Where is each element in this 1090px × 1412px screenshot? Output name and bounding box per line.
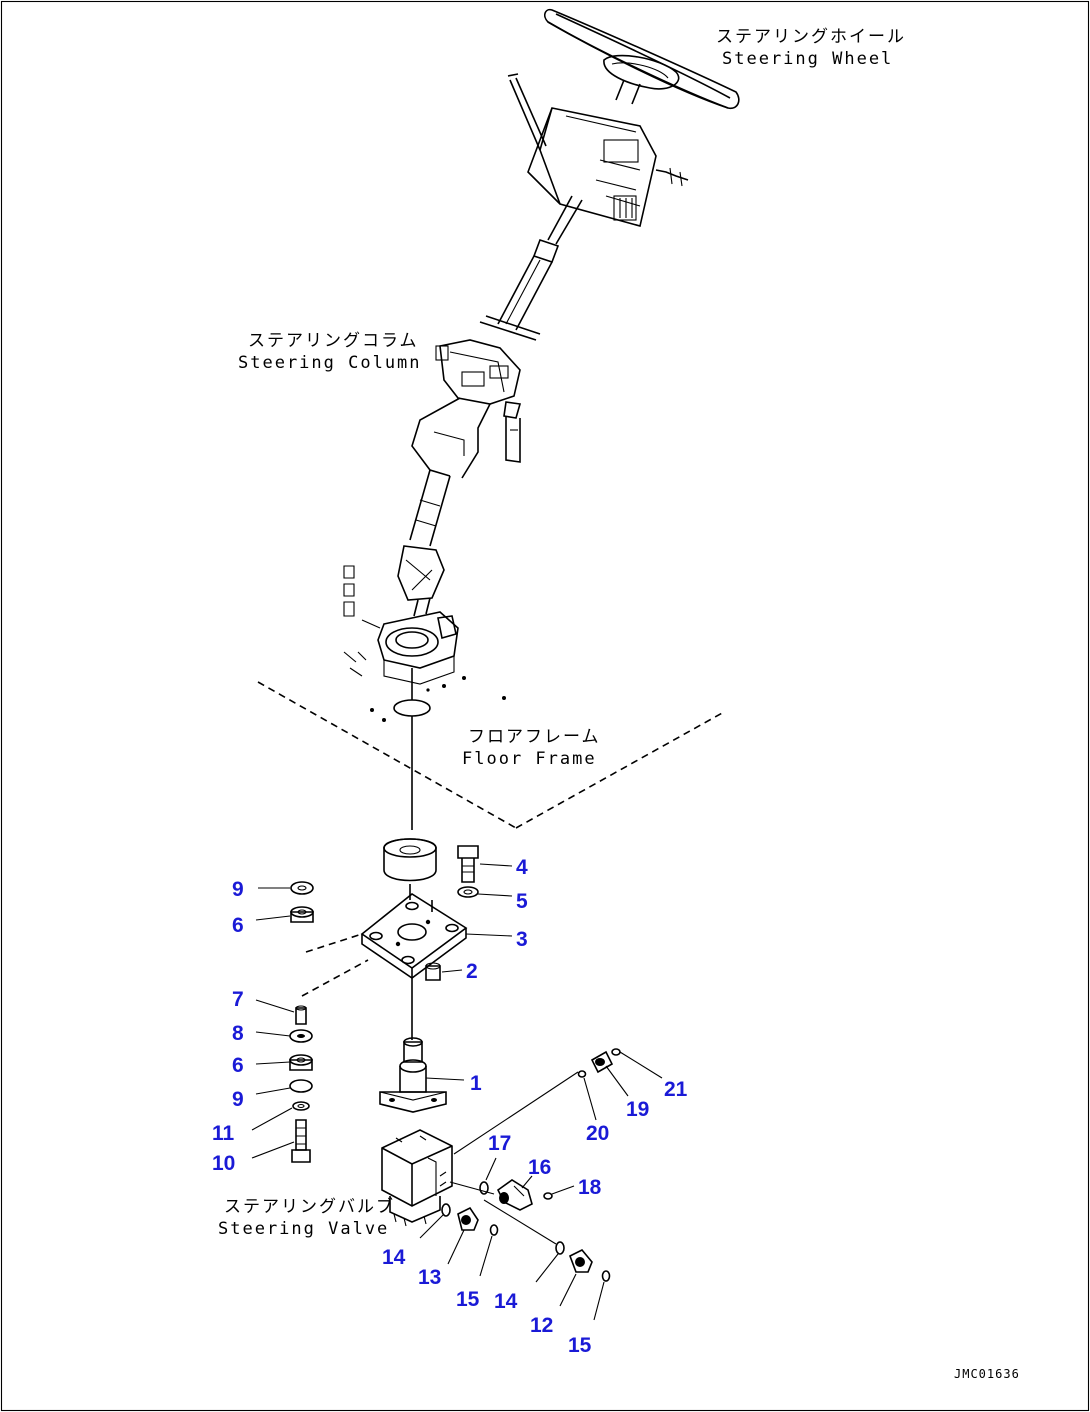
- side-marking: [343, 565, 355, 617]
- elbow-part-16: [496, 1179, 533, 1211]
- oring-part-20: [577, 1070, 587, 1078]
- steering-column-shaft-drawing: [397, 195, 583, 617]
- part-callout-14[interactable]: 14: [494, 1290, 518, 1313]
- nut-part-6-lower: [289, 1054, 313, 1071]
- oring-part-14-left: [441, 1203, 451, 1217]
- drawing-number: JMC01636: [954, 1367, 1020, 1381]
- oring-part-17: [479, 1181, 489, 1195]
- part-callout-17[interactable]: 17: [488, 1132, 511, 1155]
- part-callout-19[interactable]: 19: [626, 1098, 649, 1121]
- steering-valve-drawing: [381, 1129, 453, 1227]
- part-callout-7[interactable]: 7: [232, 988, 244, 1011]
- steering-wheel-label-en: Steering Wheel: [722, 49, 893, 69]
- part-callout-21[interactable]: 21: [664, 1078, 688, 1101]
- steering-wheel-drawing: [543, 8, 740, 110]
- part-callout-16[interactable]: 16: [528, 1156, 551, 1179]
- washer-part-8: [289, 1029, 313, 1043]
- part-callout-9[interactable]: 9: [232, 878, 244, 901]
- bolt-part-4: [457, 845, 479, 883]
- steering-valve-label-en: Steering Valve: [218, 1219, 389, 1239]
- bolt-part-10: [291, 1119, 311, 1163]
- oring-part-14-right: [555, 1241, 565, 1255]
- connector-part-12: [568, 1249, 593, 1273]
- shaft-adapter-part-1: [379, 1037, 447, 1113]
- oring-part-15-left: [489, 1224, 499, 1236]
- part-callout-12[interactable]: 12: [530, 1314, 553, 1337]
- part-callout-11[interactable]: 11: [212, 1122, 235, 1145]
- floor-frame-outline: [257, 681, 725, 829]
- oring-part-15-right: [601, 1270, 611, 1282]
- washer-part-11: [292, 1101, 310, 1111]
- washer-part-9-upper: [290, 881, 314, 895]
- cap-part-18: [543, 1192, 553, 1200]
- connector-part-13: [457, 1206, 479, 1231]
- part-callout-20[interactable]: 20: [586, 1122, 609, 1145]
- part-callout-2[interactable]: 2: [466, 960, 478, 983]
- leader-lines: [251, 863, 663, 1321]
- part-callout-3[interactable]: 3: [516, 928, 528, 951]
- steering-column-housing-drawing: [507, 73, 689, 227]
- part-callout-5[interactable]: 5: [516, 890, 528, 913]
- steering-valve-label-jp: ステアリングバルブ: [224, 1196, 395, 1217]
- part-callout-6[interactable]: 6: [232, 1054, 244, 1077]
- floor-frame-label-jp: フロアフレーム: [468, 727, 601, 747]
- steering-column-label-jp: ステアリングコラム: [248, 331, 419, 351]
- part-callout-8[interactable]: 8: [232, 1022, 244, 1045]
- floor-frame-label-en: Floor Frame: [462, 749, 597, 769]
- part-callout-9[interactable]: 9: [232, 1088, 244, 1111]
- leader-dash-upper: [305, 933, 363, 953]
- washer-part-5: [457, 886, 479, 898]
- part-callout-15[interactable]: 15: [568, 1334, 592, 1357]
- part-callout-15[interactable]: 15: [456, 1288, 480, 1311]
- nut-part-2: [425, 962, 441, 981]
- rubber-bushing-drawing: [383, 838, 437, 900]
- part-callout-13[interactable]: 13: [418, 1266, 441, 1289]
- nut-part-6-upper: [290, 906, 314, 923]
- steering-wheel-label-jp: ステアリングホイール: [716, 27, 906, 47]
- part-callout-1[interactable]: 1: [470, 1072, 482, 1095]
- steering-column-label-en: Steering Column: [238, 353, 422, 373]
- leader-dash-lower: [301, 959, 369, 997]
- washer-part-9-lower: [289, 1079, 313, 1093]
- stud-part-7: [295, 1005, 307, 1025]
- oring-part-21: [611, 1048, 621, 1056]
- part-callout-10[interactable]: 10: [212, 1152, 235, 1175]
- part-callout-4[interactable]: 4: [516, 856, 528, 879]
- part-callout-18[interactable]: 18: [578, 1176, 602, 1199]
- plug-part-19: [590, 1050, 614, 1074]
- mounting-plate-part-3: [360, 893, 468, 1040]
- part-callout-6[interactable]: 6: [232, 914, 244, 937]
- floor-plate-drawing: [343, 611, 506, 830]
- part-callout-14[interactable]: 14: [382, 1246, 406, 1269]
